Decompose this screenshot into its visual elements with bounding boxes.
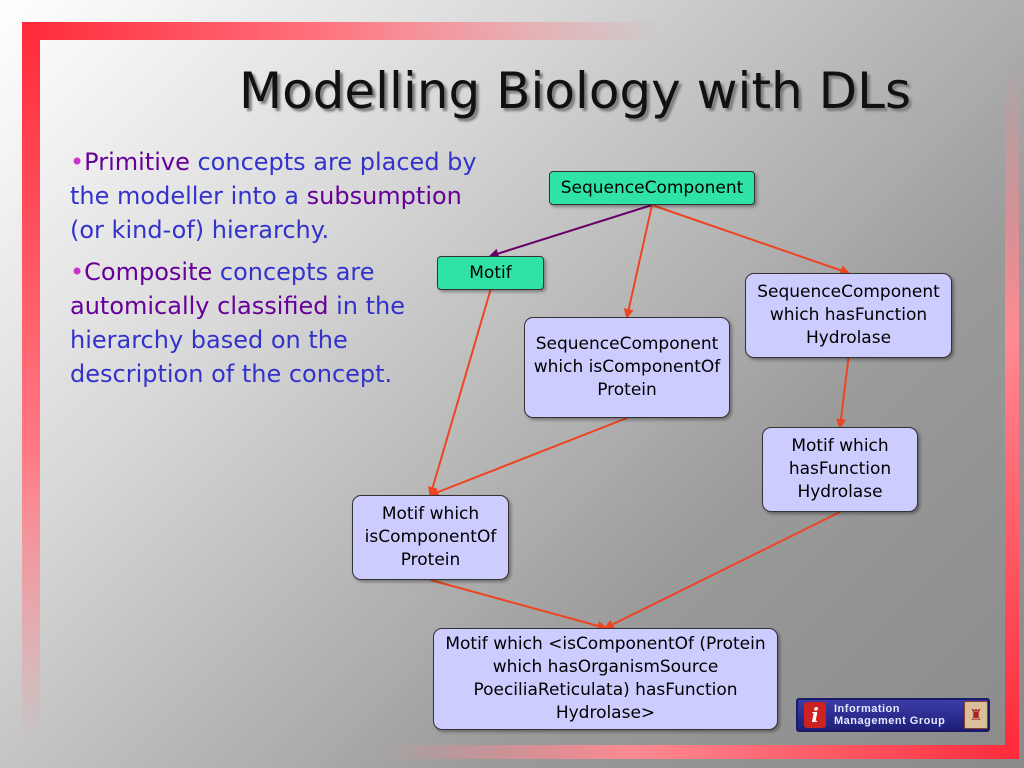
bullet-primitive: •Primitive concepts are placed by the mo…	[70, 145, 480, 247]
node-motif-hasfunction-hydrolase: Motif which hasFunction Hydrolase	[762, 427, 918, 512]
bullet-dot: •	[70, 258, 85, 286]
edge-motif_hydrolase-to-motif_combined	[603, 511, 841, 629]
slide-title: Modelling Biology with DLs	[238, 62, 912, 120]
edge-seqcomp_protein-to-motif_protein	[428, 417, 628, 497]
edge-motif_protein-to-motif_combined	[430, 579, 608, 631]
frame-left-strip	[22, 22, 40, 742]
logo-line-2: Management Group	[834, 715, 946, 727]
bullet-composite: •Composite concepts are automically clas…	[70, 255, 480, 391]
university-crest-icon: ♜	[964, 701, 988, 729]
bullet-keyword-subsumption: subsumption	[306, 182, 462, 210]
bullet-dot: •	[70, 148, 85, 176]
edge-seqcomp_hydrolase-to-motif_hydrolase	[836, 357, 850, 429]
logo-line-1: Information	[834, 703, 900, 715]
node-seqcomp-iscomponentof-protein: SequenceComponent which isComponentOf Pr…	[524, 317, 730, 418]
node-motif-combined-definition: Motif which <isComponentOf (Protein whic…	[433, 628, 778, 730]
frame-top-strip	[22, 22, 662, 40]
node-motif-iscomponentof-protein: Motif which isComponentOf Protein	[352, 495, 509, 580]
frame-right-strip	[1005, 60, 1019, 750]
edge-seqcomp-to-seqcomp_protein	[623, 204, 653, 319]
bullet-keyword-primitive: Primitive	[84, 148, 190, 176]
bullet-keyword-composite: Composite	[84, 258, 213, 286]
edge-motif-to-motif_protein	[427, 289, 492, 497]
bullet-text: concepts are placed by the modeller into…	[70, 148, 477, 210]
bullet-text: in the hierarchy based on the descriptio…	[70, 292, 406, 388]
bullet-list: •Primitive concepts are placed by the mo…	[70, 145, 480, 399]
node-sequence-component: SequenceComponent	[549, 171, 755, 205]
bullet-text: (or kind-of) hierarchy.	[70, 216, 330, 244]
frame-bottom-strip	[380, 745, 1019, 759]
logo-text: Information Management Group	[834, 703, 962, 727]
bullet-text: concepts are	[212, 258, 375, 286]
information-management-group-logo: i Information Management Group ♜	[796, 698, 990, 732]
info-i-icon: i	[804, 702, 826, 728]
node-motif: Motif	[437, 256, 544, 290]
edge-seqcomp-to-seqcomp_hydrolase	[651, 204, 851, 276]
edge-seqcomp-to-motif	[488, 204, 653, 259]
bullet-keyword-classified: automically classified	[70, 292, 329, 320]
node-seqcomp-hasfunction-hydrolase: SequenceComponent which hasFunction Hydr…	[745, 273, 952, 358]
